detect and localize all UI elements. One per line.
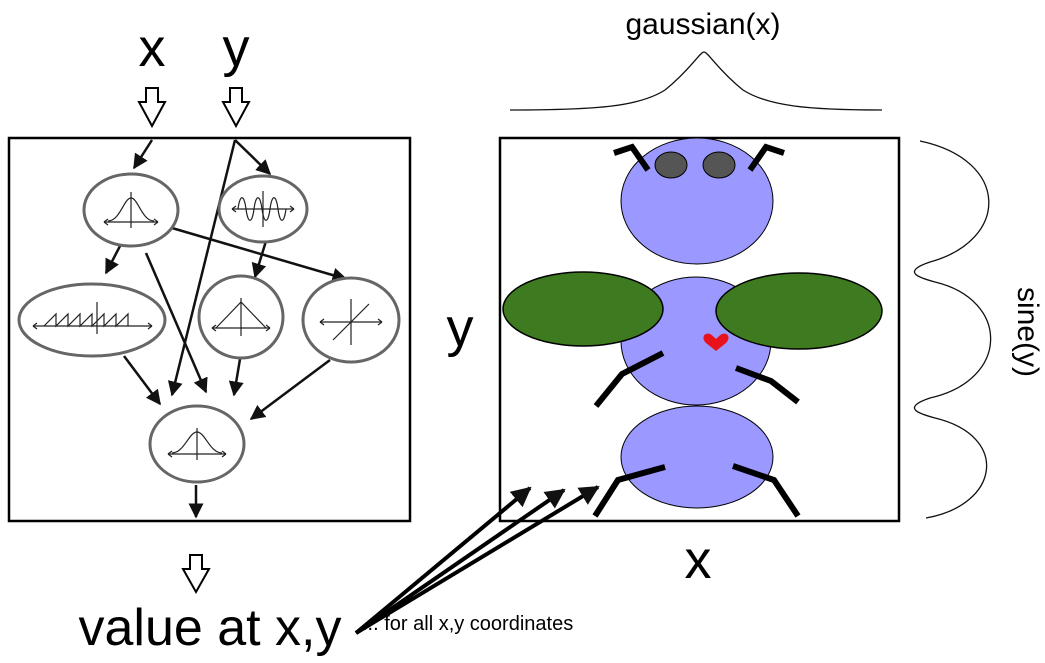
triangle-wave-icon (211, 298, 271, 336)
input-x-arrow-icon (137, 87, 167, 129)
heart-icon (703, 333, 729, 351)
top-curve-label: gaussian(x) (625, 8, 780, 41)
network-edges (104, 139, 348, 519)
node-linear (301, 276, 401, 364)
coordinate-arrows (354, 485, 600, 635)
sine-curve (913, 140, 992, 519)
node-gaussian-1 (82, 172, 180, 248)
pattern-panel: gaussian(x) y sine(y) (447, 8, 1045, 590)
sawtooth-icon (32, 302, 153, 334)
network-panel: x y (7, 18, 412, 657)
output-arrow-icon (181, 554, 211, 595)
node-sine (217, 174, 309, 244)
gaussian-icon (167, 428, 227, 460)
bug-figure-icon (502, 137, 883, 518)
input-y-label: y (223, 18, 250, 78)
input-x-label: x (139, 18, 166, 78)
input-y-arrow-icon (221, 87, 251, 129)
node-triangle (197, 274, 285, 360)
gaussian-curve (509, 51, 883, 111)
node-sawtooth (17, 282, 167, 358)
output-label: value at x,y (78, 599, 341, 657)
axis-y-label: y (447, 298, 474, 358)
gaussian-icon (103, 192, 159, 228)
axis-x-label: x (685, 530, 712, 590)
annotation-text: ... for all x,y coordinates (362, 613, 573, 635)
node-gaussian-output (148, 404, 246, 484)
sine-wave-icon (231, 191, 295, 227)
side-curve-label: sine(y) (1011, 287, 1044, 377)
linear-icon (319, 299, 383, 345)
